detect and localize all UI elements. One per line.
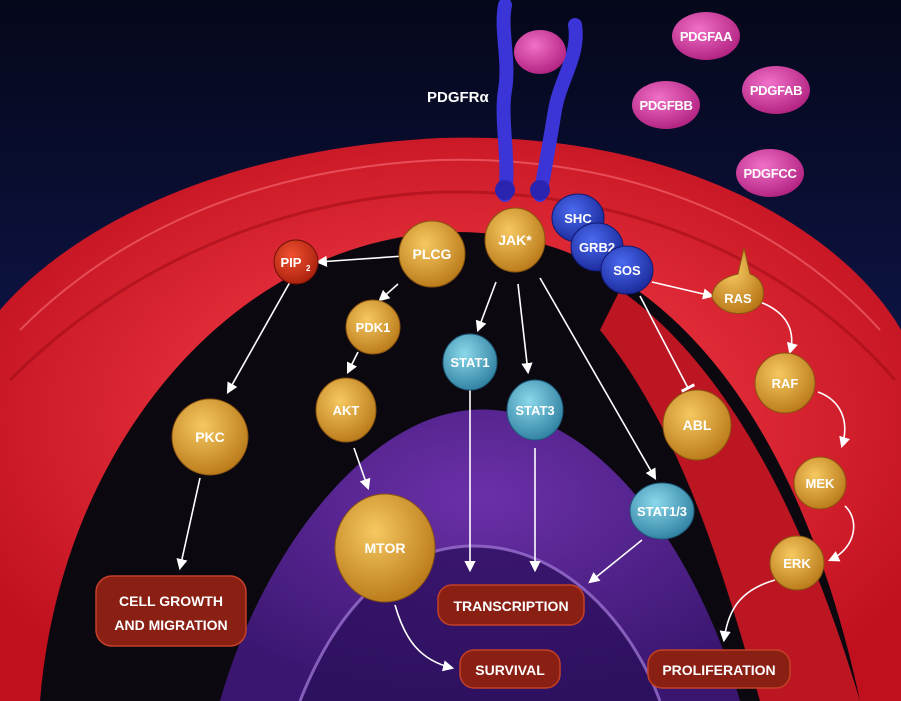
- protein-label: STAT3: [515, 403, 554, 418]
- protein-label: GRB2: [579, 240, 615, 255]
- arrow-raf-mek: [817, 391, 850, 449]
- pdgfra-receptor: [495, 0, 583, 202]
- protein-stat3: STAT3: [506, 379, 564, 441]
- protein-akt: AKT: [315, 377, 377, 443]
- ligand-label: PDGFBB: [639, 98, 692, 113]
- protein-raf: RAF: [754, 352, 816, 414]
- pathway-arrows: [176, 255, 855, 672]
- membrane-texture: [19, 158, 881, 331]
- protein-sos: SOS: [600, 245, 654, 295]
- arrow-akt-mtor: [353, 447, 371, 491]
- arrow-pdk1-akt: [346, 351, 359, 375]
- outcome-proliferation: PROLIFERATION: [647, 649, 791, 689]
- arrow-pkc-cellgrowth: [176, 477, 201, 571]
- protein-label: AKT: [333, 403, 360, 418]
- protein-abl: ABL: [662, 389, 732, 461]
- ligand-pdgfaa: PDGFAA: [672, 12, 740, 60]
- outcome-label: TRANSCRIPTION: [453, 598, 568, 614]
- protein-label: RAS: [724, 291, 752, 306]
- protein-label: PLCG: [413, 246, 452, 262]
- arrow-jak-stat3: [517, 283, 533, 375]
- protein-label: MTOR: [365, 540, 406, 556]
- protein-mtor: MTOR: [334, 493, 436, 603]
- protein-label-subscript: 2: [306, 264, 311, 273]
- protein-label: STAT1: [450, 355, 489, 370]
- membrane-texture: [8, 190, 897, 382]
- receptor-label: PDGFRα: [427, 89, 490, 106]
- ligand-label: PDGFAA: [680, 29, 733, 44]
- ligand-label: PDGFCC: [743, 166, 797, 181]
- protein-mek: MEK: [793, 456, 847, 510]
- protein-label: PIP: [281, 255, 302, 270]
- ligand-pdgfab: PDGFAB: [742, 66, 810, 114]
- protein-jak: JAK*: [484, 207, 546, 273]
- arrow-plcg-pip2: [315, 255, 405, 267]
- protein-plcg: PLCG: [398, 220, 466, 288]
- outcome-transcription: TRANSCRIPTION: [437, 584, 585, 626]
- outcome-label: AND MIGRATION: [114, 617, 227, 633]
- protein-stat1: STAT1: [442, 333, 498, 391]
- protein-pdk1: PDK1: [345, 299, 401, 355]
- ligand-label: PDGFAB: [750, 83, 802, 98]
- ligand-pdgfcc: PDGFCC: [736, 149, 804, 197]
- protein-label: PDK1: [356, 320, 391, 335]
- cytoplasm-wall: [600, 290, 860, 701]
- arrow-jak-stat1: [475, 281, 497, 333]
- protein-erk: ERK: [769, 535, 825, 591]
- protein-label: STAT1/3: [637, 504, 687, 519]
- protein-label: SHC: [564, 211, 592, 226]
- arrow-pip2-pkc: [226, 281, 291, 394]
- protein-stat13: STAT1/3: [629, 482, 695, 540]
- protein-label: PKC: [195, 429, 225, 445]
- protein-pip2: PIP 2: [273, 239, 319, 285]
- bound-ligand: [514, 30, 566, 74]
- arrow-ras-raf: [759, 301, 798, 355]
- protein-label: RAF: [772, 376, 799, 391]
- arrow-stat13-transcription: [588, 539, 643, 584]
- ligand-pdgfbb: PDGFBB: [632, 81, 700, 129]
- protein-label: MEK: [806, 476, 836, 491]
- arrow-mek-erk: [827, 505, 855, 562]
- arrow-mtor-survival: [394, 604, 455, 672]
- outcome-survival: SURVIVAL: [459, 649, 561, 689]
- arrow-erk-proliferation: [719, 579, 776, 643]
- arrow-jak-stat13: [539, 277, 657, 480]
- protein-label: ABL: [683, 417, 712, 433]
- protein-label: JAK*: [498, 232, 532, 248]
- arrow-plcg-pdk1: [378, 283, 399, 302]
- arrow-sos-ras: [651, 281, 715, 300]
- outcome-label: PROLIFERATION: [662, 662, 775, 678]
- outcome-label: CELL GROWTH: [119, 593, 223, 609]
- protein-ras: RAS: [711, 247, 764, 315]
- protein-pkc: PKC: [171, 398, 249, 476]
- protein-label: ERK: [783, 556, 811, 571]
- outcome-label: SURVIVAL: [475, 662, 545, 678]
- outcome-cell-growth: CELL GROWTH AND MIGRATION: [95, 575, 247, 647]
- inhibit-sos-abl: [639, 295, 696, 393]
- protein-label: SOS: [613, 263, 641, 278]
